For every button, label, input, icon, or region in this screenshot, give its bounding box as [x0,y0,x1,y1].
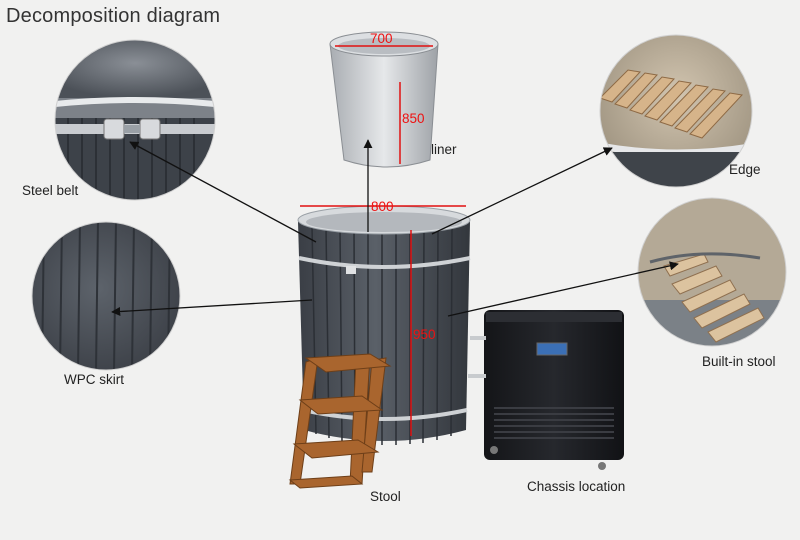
built-in-stool-label: Built-in stool [702,354,776,369]
liner-height-dimension: 850 [402,111,425,126]
dimension-lines [300,45,466,436]
edge-detail-circle [600,35,752,187]
steel-belt-detail-circle [55,40,215,200]
liner-diameter-dimension: 700 [370,31,393,46]
wpc-skirt-detail-circle [32,222,180,370]
diagram-title: Decomposition diagram [6,5,221,27]
chassis-location-label: Chassis location [527,479,626,494]
stool-label: Stool [370,489,401,504]
wpc-skirt-label: WPC skirt [64,372,124,387]
tub-height-dimension: 950 [413,327,436,342]
built-in-stool-detail-circle [638,198,786,346]
step-stool-illustration [288,353,392,489]
leader-arrows [111,139,679,317]
edge-label: Edge [729,162,761,177]
tub-diameter-dimension: 800 [371,199,394,214]
tub-illustration [297,205,471,445]
liner-illustration [329,31,439,168]
liner-label: liner [431,142,457,157]
chiller-illustration [468,310,624,470]
steel-belt-label: Steel belt [22,183,79,198]
